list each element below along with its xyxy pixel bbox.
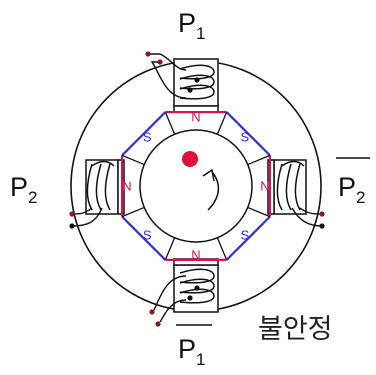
rotor-pole-divider (247, 206, 271, 218)
caption-unstable: 불안정 (258, 314, 333, 344)
rotor-pole-divider (247, 154, 271, 166)
rotor-pole-divider (164, 237, 176, 261)
rotor-pole-divider (121, 154, 145, 166)
rotor-pole-label: N (191, 110, 200, 125)
rotor-pole-label: N (122, 179, 131, 194)
rotation-arrow-icon (202, 168, 220, 211)
label-p2-left: P2 (10, 172, 37, 207)
rotor-center-dot (182, 151, 198, 167)
rotor-labels: N S N S N S N S (122, 110, 269, 263)
label-p2-right: P2 (336, 157, 370, 207)
svg-text:P1: P1 (178, 334, 205, 369)
rotor-pole-label: N (191, 248, 200, 263)
rotor-pole-label: S (240, 227, 249, 242)
rotor-pole-divider (216, 237, 228, 261)
coil-p1-bottom (149, 268, 215, 327)
stator-pole-top (173, 58, 219, 113)
coil-p1-top (145, 51, 215, 100)
svg-text:P2: P2 (338, 172, 365, 207)
rotor-core (139, 129, 253, 243)
stator-pole-bottom (173, 258, 219, 313)
coil-p2-left (69, 160, 115, 229)
rotor-pole-divider (216, 111, 228, 135)
rotor-pole-label: S (143, 130, 152, 145)
rotor-pole-edge (225, 111, 271, 157)
rotor-segments (120, 110, 272, 262)
label-p1-bottom: P1 (176, 324, 212, 369)
rotor-pole-divider (121, 206, 145, 218)
rotor-pole-label: N (260, 179, 269, 194)
rotor-pole-divider (164, 111, 176, 135)
coil-p2-right (276, 160, 325, 229)
rotor-pole-label: S (143, 227, 152, 242)
rotor-pole-edge (225, 215, 271, 261)
rotor-pole-edge (121, 111, 167, 157)
label-p1-top: P1 (178, 8, 205, 43)
rotor-pole-label: S (240, 130, 249, 145)
rotor-pole-edge (121, 215, 167, 261)
